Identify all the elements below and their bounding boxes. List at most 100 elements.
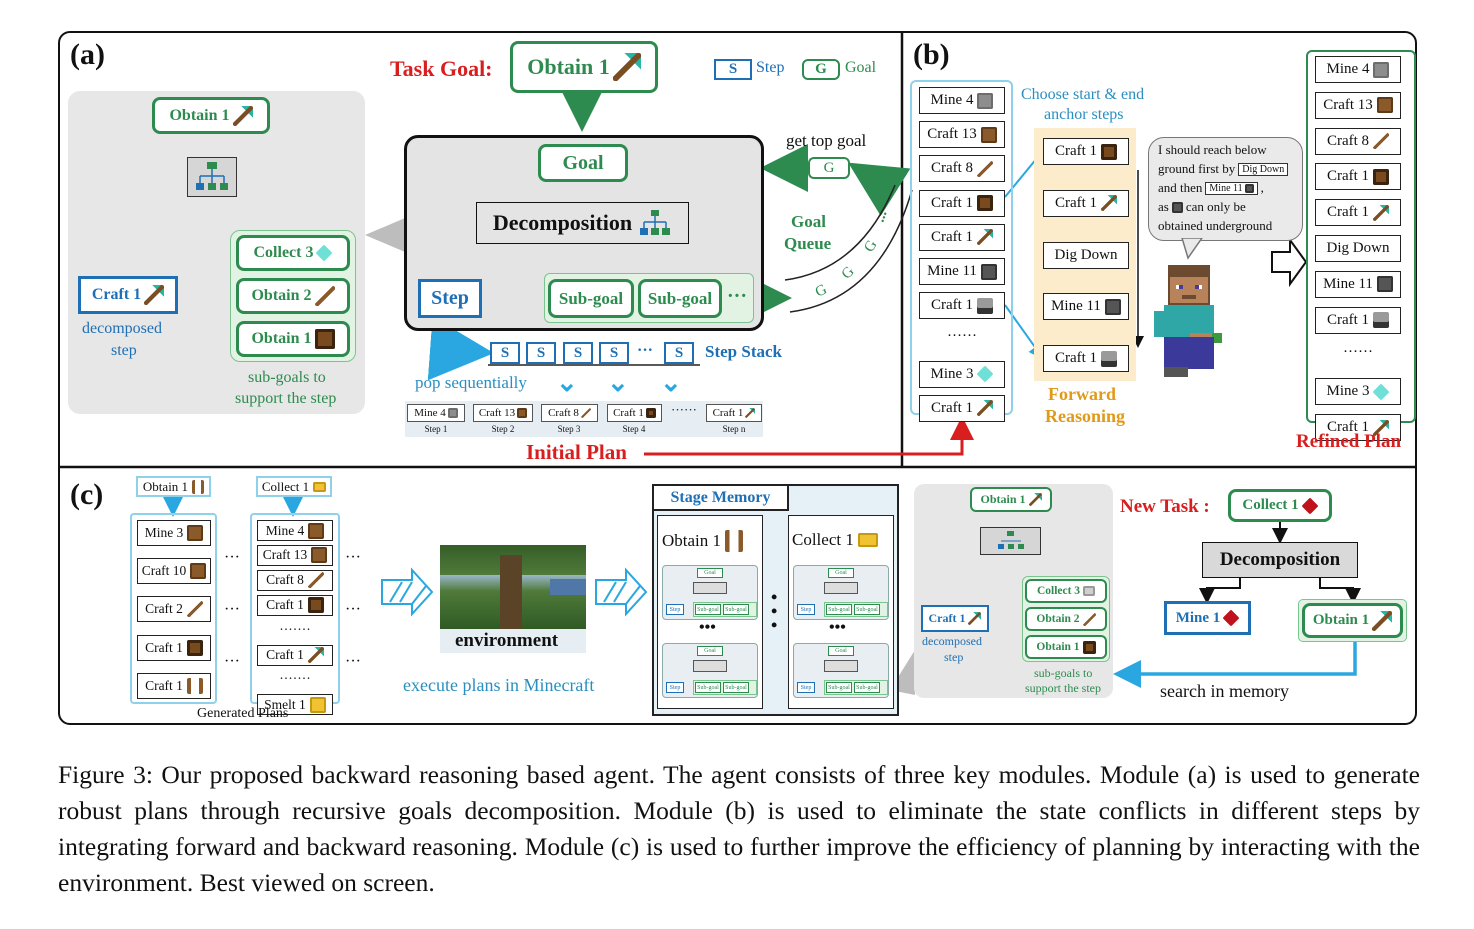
mini-step-3-label: Craft 8	[548, 407, 579, 419]
decomposition-box: Decomposition	[476, 202, 689, 244]
stone-icon	[447, 408, 458, 418]
plan1-goal: Obtain 1	[136, 476, 211, 497]
wood-icon	[190, 563, 207, 580]
forward-step-item-label: Craft 1	[1054, 194, 1098, 211]
plan2-item-label: Craft 1	[266, 597, 304, 613]
legend-step-symbol: S	[714, 59, 752, 80]
speech-line-3: and then Mine 11 ,	[1158, 180, 1264, 196]
memory-step: Step	[797, 604, 815, 615]
dots-3: ···	[224, 653, 240, 670]
refined-plan-item-label: Mine 4	[1326, 61, 1370, 77]
anchor-caption-2: anchor steps	[1044, 106, 1124, 123]
stick-icon	[1082, 612, 1096, 626]
stick-icon	[186, 601, 203, 618]
speech-line-4-text-b: can only be	[1185, 199, 1246, 214]
tree-step-caption-1: decomposed	[82, 320, 162, 337]
chevron-down-icon: ⌄	[607, 368, 629, 397]
initial-plan-item-label: Craft 13	[927, 126, 977, 143]
initial-plan-item-label: Craft 1	[930, 194, 974, 211]
tree-subgoal-2: Obtain 2	[236, 278, 350, 314]
retrieved-step-caption-2: step	[944, 650, 964, 664]
retrieved-step-text: Craft 1	[928, 611, 966, 625]
crafting-table-icon	[186, 639, 203, 656]
new-task-mine-text: Mine 1	[1175, 609, 1221, 626]
plan2-item: Craft 8	[257, 569, 333, 591]
memory-subgoal: Sub-goal	[826, 682, 852, 693]
retrieved-subgoal-2: Obtain 2	[1025, 607, 1107, 631]
pickaxe-icon	[1373, 204, 1390, 221]
chevron-down-icon: ⌄	[556, 368, 578, 397]
plan2-item-label: Craft 1	[266, 647, 304, 662]
panel-a-label: (a)	[70, 38, 105, 71]
plan2-item: Craft 1	[257, 644, 333, 666]
mini-step-n: Craft 1	[706, 404, 762, 422]
mini-caption-1: Step 1	[424, 424, 448, 434]
refined-plan-item: Craft 8	[1315, 127, 1401, 155]
redstone-icon	[1301, 497, 1319, 514]
pickaxe-icon	[232, 105, 253, 126]
stage-memory-title: Stage Memory	[670, 488, 771, 506]
plan2-item-label: Smelt 1	[264, 696, 306, 712]
get-top-goal-label: get top goal	[786, 131, 867, 150]
environment-caption-bg	[440, 629, 586, 653]
refined-plan-item-label: Craft 1	[1326, 204, 1370, 221]
pickaxe-icon	[745, 408, 756, 418]
coal-ore-icon	[1376, 276, 1393, 293]
plan1-item: Mine 3	[137, 520, 211, 546]
stick-icon	[580, 408, 591, 418]
refined-plan-item: Craft 1	[1315, 199, 1401, 227]
initial-plan-item-label: Craft 1	[930, 399, 974, 416]
crafting-table-icon	[1101, 143, 1118, 160]
furnace-icon	[1101, 350, 1118, 367]
stack-step-n: S	[664, 342, 694, 364]
speech-dig-down-chip: Dig Down	[1238, 162, 1289, 176]
stone-icon	[977, 92, 994, 109]
initial-plan-item: Craft 1	[919, 394, 1005, 422]
retrieved-root: Obtain 1	[970, 487, 1052, 512]
new-task-label: New Task :	[1120, 496, 1210, 517]
figure-frame	[58, 31, 1417, 725]
plan1-item: Craft 1	[137, 672, 211, 699]
diamond-ore-icon	[976, 365, 994, 383]
panel-b-label: (b)	[913, 38, 950, 71]
tree-step-text: Craft 1	[91, 286, 142, 303]
stick-icon	[977, 160, 994, 177]
refined-plan-item-label: Mine 3	[1326, 383, 1370, 400]
plan1-item-label: Mine 3	[144, 525, 184, 540]
memory-subgoal: Sub-goal	[854, 604, 880, 615]
refined-plan-item-label: Craft 8	[1326, 132, 1370, 149]
memory-vertical-dots: •••	[771, 587, 778, 635]
retrieved-step: Craft 1	[921, 605, 989, 632]
legend-goal-symbol: G	[802, 59, 840, 80]
diamond-ore-icon	[1372, 383, 1390, 401]
retrieved-subgoal-3-text: Obtain 1	[1036, 641, 1080, 653]
plan1-list	[130, 513, 217, 704]
subgoal-box-1: Sub-goal	[548, 279, 634, 318]
initial-plan-item: Mine 4	[919, 87, 1005, 114]
forward-step-item: Dig Down	[1043, 241, 1129, 269]
speech-mine-chip: Mine 11	[1205, 181, 1258, 195]
speech-mine-chip-text: Mine 11	[1209, 182, 1243, 194]
hierarchy-icon	[998, 531, 1024, 549]
forward-step-item-label: Mine 11	[1051, 298, 1101, 315]
plan1-goal-text: Obtain 1	[142, 478, 189, 494]
plan2-item: Craft 13	[257, 544, 333, 566]
task-goal-box: Obtain 1	[510, 41, 658, 93]
forward-step-item: Craft 1	[1043, 189, 1129, 217]
pickaxe-icon	[1028, 493, 1042, 506]
stack-step-4: S	[599, 342, 629, 364]
tree-subgoal-1-text: Collect 3	[253, 244, 314, 261]
memory-subgoal: Sub-goal	[723, 682, 749, 693]
pickaxe-icon	[1101, 195, 1118, 212]
plan1-item-label: Craft 10	[141, 563, 187, 579]
retrieved-subgoal-caption-2: support the step	[1025, 681, 1101, 695]
tree-root-text: Obtain 1	[169, 106, 230, 124]
retrieved-subgoal-3: Obtain 1	[1025, 635, 1107, 659]
goal-queue-label-1: Goal	[791, 212, 826, 231]
refined-plan-item: Dig Down	[1315, 235, 1401, 262]
initial-plan-item: Mine 11	[919, 258, 1005, 285]
initial-plan-label: Initial Plan	[526, 440, 627, 464]
environment-label: environment	[455, 630, 559, 651]
refined-plan-item-label: Mine 11	[1323, 275, 1373, 292]
